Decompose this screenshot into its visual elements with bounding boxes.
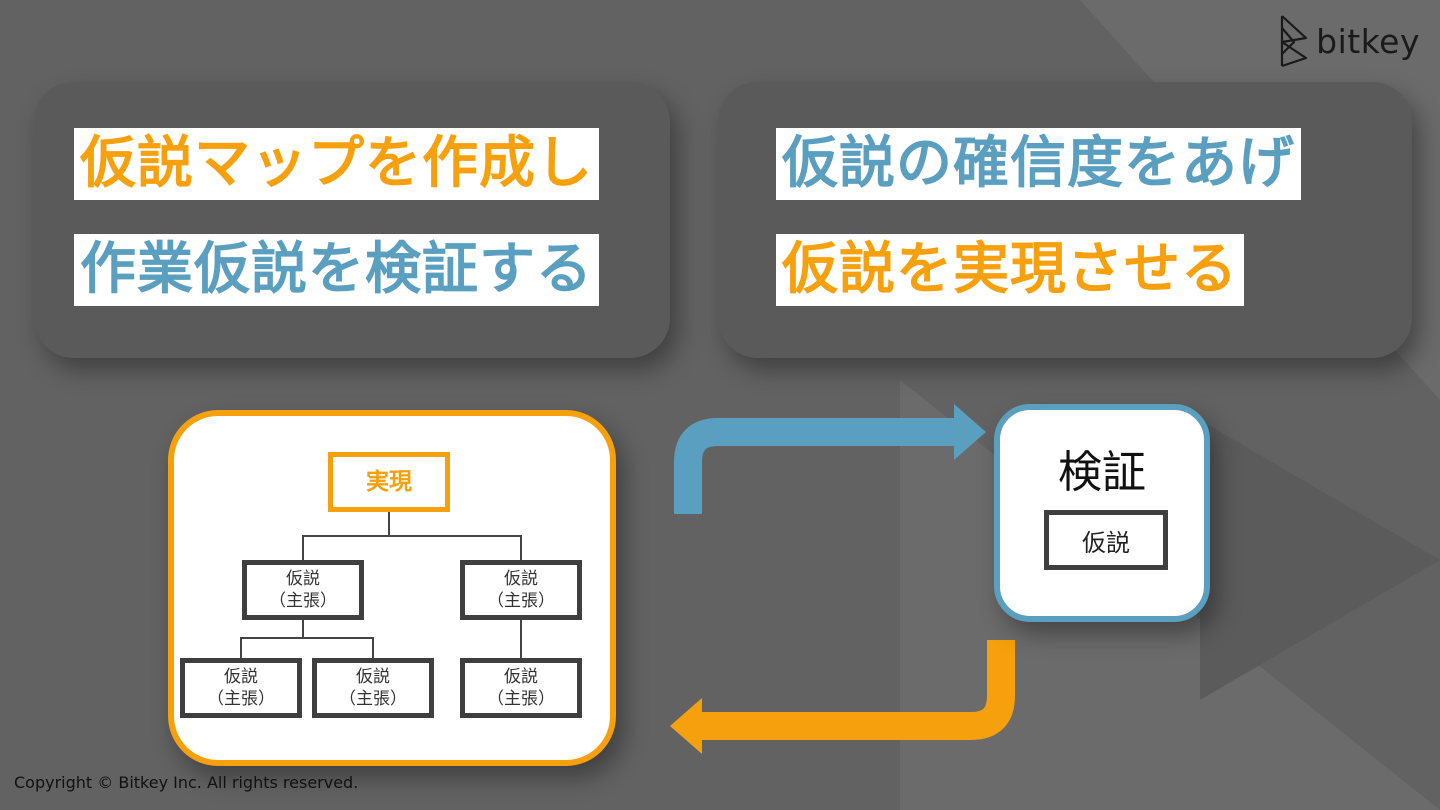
node-label: 仮説 xyxy=(504,667,538,687)
right-panel-line2: 仮説を実現させる xyxy=(776,234,1244,306)
bitkey-logo: bitkey xyxy=(1280,14,1420,68)
connector xyxy=(240,637,374,639)
node-label: 仮説 xyxy=(224,667,258,687)
connector xyxy=(372,637,374,659)
logo-text: bitkey xyxy=(1316,21,1420,61)
left-panel-line1: 仮説マップを作成し xyxy=(74,128,599,200)
hypothesis-map-box: 実現 仮説 （主張） 仮説 （主張） 仮説 （主張） 仮説 （主張） 仮説 （主… xyxy=(168,410,616,766)
connector xyxy=(302,618,304,638)
connector xyxy=(302,535,304,561)
node-sublabel: （主張） xyxy=(269,591,337,611)
verification-hypothesis-node: 仮説 xyxy=(1044,510,1168,570)
node-sublabel: （主張） xyxy=(339,689,407,709)
verification-box: 検証 仮説 xyxy=(994,404,1210,622)
hypothesis-node: 仮説 （主張） xyxy=(180,658,302,718)
panel-hypothesis-map: 仮説マップを作成し 作業仮説を検証する xyxy=(34,82,670,358)
left-panel-line2: 作業仮説を検証する xyxy=(74,234,599,306)
verification-title: 検証 xyxy=(1058,447,1146,498)
hypothesis-node: 仮説 （主張） xyxy=(242,560,364,620)
connector xyxy=(520,618,522,659)
copyright-text: Copyright © Bitkey Inc. All rights reser… xyxy=(14,773,359,792)
root-node-realization: 実現 xyxy=(328,452,450,512)
connector xyxy=(302,535,522,537)
hypothesis-node: 仮説 （主張） xyxy=(460,658,582,718)
node-sublabel: （主張） xyxy=(207,689,275,709)
node-sublabel: （主張） xyxy=(487,689,555,709)
right-panel-line1: 仮説の確信度をあげ xyxy=(776,128,1301,200)
hypothesis-node: 仮説 （主張） xyxy=(312,658,434,718)
connector xyxy=(388,510,390,536)
connector xyxy=(520,535,522,561)
node-label: 仮説 xyxy=(504,569,538,589)
node-label: 仮説 xyxy=(286,569,320,589)
hypothesis-node: 仮説 （主張） xyxy=(460,560,582,620)
root-node-label: 実現 xyxy=(366,469,412,495)
connector xyxy=(240,637,242,659)
bitkey-logo-icon xyxy=(1281,15,1308,68)
node-label: 仮説 xyxy=(356,667,390,687)
panel-confidence: 仮説の確信度をあげ 仮説を実現させる xyxy=(718,82,1412,358)
node-sublabel: （主張） xyxy=(487,591,555,611)
